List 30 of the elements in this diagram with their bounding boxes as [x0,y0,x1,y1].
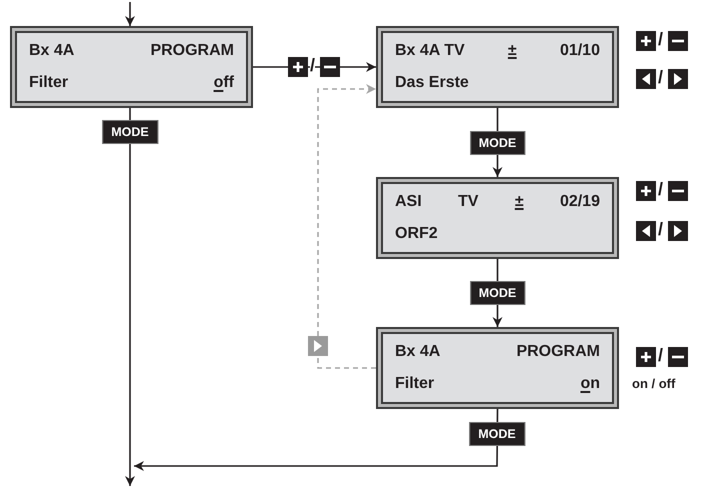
display-text: PROGRAM [516,343,600,361]
lcd-display [376,26,619,108]
display-text: Filter [395,375,434,393]
arrow [317,84,376,369]
display-text: TV [458,193,478,211]
display-text: Bx 4A [29,42,74,60]
option-text: on / off [632,377,676,392]
lcd-display [376,177,619,259]
mode-key: MODE [470,130,526,154]
display-text: Bx 4A [395,343,440,361]
display-text: Bx 4A TV [395,42,465,60]
arrow [134,409,498,471]
arrow [125,2,135,26]
arrow [125,108,135,486]
display-text: on [580,375,600,393]
display-text: 02/19 [560,193,600,211]
mode-key: MODE [470,281,526,305]
display-text: off [214,74,234,92]
display-text: ORF2 [395,225,438,243]
lcd-display [10,26,253,108]
mode-key: MODE [469,422,525,446]
display-text: ± [514,193,524,211]
display-text: ASI [395,193,422,211]
mode-key: MODE [102,120,158,144]
display-text: ± [508,42,517,60]
lcd-display [376,327,619,409]
display-text: 01/10 [560,42,600,60]
display-text: Filter [29,74,68,92]
display-text: PROGRAM [150,42,234,60]
display-text: Das Erste [395,74,469,92]
